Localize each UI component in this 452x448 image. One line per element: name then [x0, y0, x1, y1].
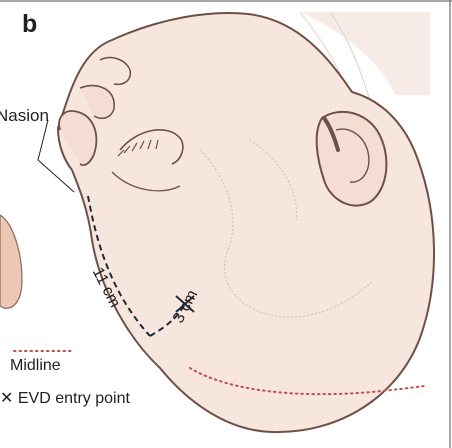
nostril	[79, 84, 115, 120]
legend-x-icon: ✕	[0, 390, 14, 407]
head-skin	[56, 12, 435, 434]
legend-evd-label: EVD entry point	[17, 390, 130, 407]
legend-evd-entry: ✕ EVD entry point	[0, 388, 130, 408]
suture-line	[199, 149, 373, 318]
lip-line	[99, 56, 132, 86]
evd-entry-marker	[175, 295, 195, 313]
ear-inner	[335, 128, 370, 183]
legend-midline-label: Midline	[10, 357, 61, 374]
panel-letter: b	[22, 10, 38, 38]
eye	[119, 129, 184, 165]
measure-path-11cm	[87, 195, 151, 337]
nasion-leader-line	[37, 119, 75, 193]
nasion-label: Nasion	[0, 106, 49, 125]
measure-path-3cm	[149, 305, 185, 337]
background-line	[329, 11, 371, 101]
adjacent-figure-fragment	[0, 214, 23, 309]
midline-path	[189, 367, 425, 396]
brow-ridge	[111, 171, 181, 192]
background-shape	[300, 12, 430, 95]
nose	[58, 110, 98, 166]
ear-shadow	[322, 116, 340, 152]
eyelashes	[117, 139, 159, 157]
suture-line	[249, 139, 298, 223]
